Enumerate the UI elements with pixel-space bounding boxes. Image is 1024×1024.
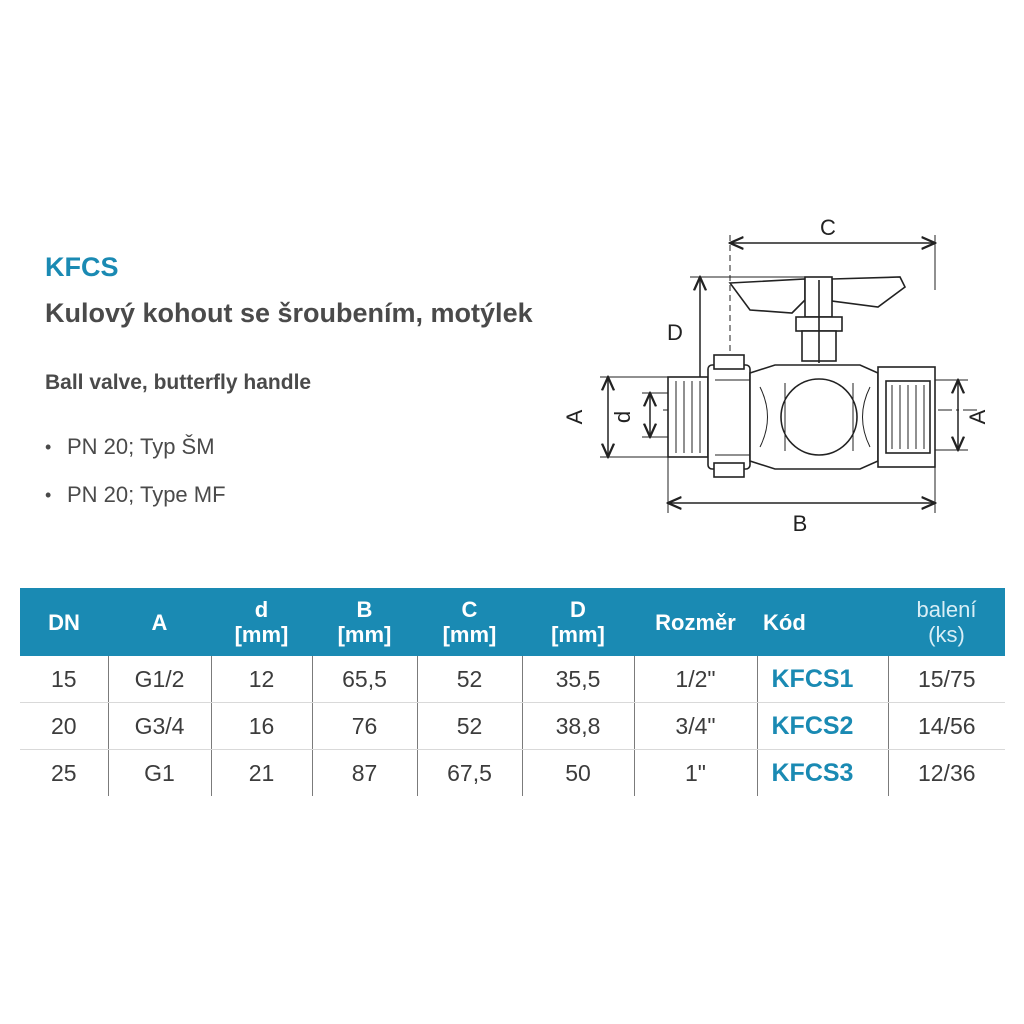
product-title-czech: Kulový kohout se šroubením, motýlek — [45, 298, 533, 328]
bullet-item: •PN 20; Type MF — [45, 482, 226, 507]
handle-wing-left — [728, 278, 806, 314]
cell-rozmer: 3/4" — [634, 702, 758, 750]
cell-c: 67,5 — [417, 749, 523, 796]
header-kod: Kód — [757, 588, 888, 656]
cell-rozmer: 1/2" — [634, 656, 758, 703]
bullet-item: •PN 20; Typ ŠM — [45, 434, 215, 459]
cell-d-small: 16 — [211, 702, 313, 750]
cell-baleni: 12/36 — [917, 759, 976, 786]
label-d-small: d — [610, 411, 635, 423]
label-a-right: A — [965, 409, 990, 424]
cell-b: 87 — [312, 749, 418, 796]
cell-kod: KFCS1 — [757, 656, 889, 703]
header-b: B[mm] — [312, 588, 417, 656]
cell-dn: 20 — [20, 702, 109, 750]
table-row: 15 G1/2 12 65,5 52 35,5 1/2" KFCS1 15/75 — [20, 656, 1005, 703]
handle-wing-right — [831, 276, 907, 308]
product-code-title: KFCS — [45, 252, 119, 282]
cell-kod: KFCS2 — [757, 702, 889, 750]
product-title-english: Ball valve, butterfly handle — [45, 371, 312, 394]
cell-a: G1 — [108, 749, 212, 796]
header-c: C[mm] — [417, 588, 522, 656]
cell-dn: 15 — [20, 656, 109, 703]
header-a: A — [108, 588, 211, 656]
table-header-row: DN A d[mm] B[mm] C[mm] D[mm] Rozměr Kód … — [20, 588, 1005, 656]
cell-d-small: 12 — [211, 656, 313, 703]
cell-baleni: 15/75 — [888, 656, 1005, 703]
header-rozmer: Rozměr — [634, 588, 757, 656]
header-d-small: d[mm] — [211, 588, 312, 656]
cell-rozmer: 1" — [634, 749, 758, 796]
label-c: C — [820, 215, 836, 240]
valve-technical-drawing: C D A d A B — [562, 215, 990, 536]
table-row: 25 G1 21 87 67,5 50 1" KFCS3 12/36 — [20, 749, 1005, 796]
cell-a: G1/2 — [108, 656, 212, 703]
header-baleni: balení(ks) — [888, 588, 1005, 656]
cell-b: 76 — [312, 702, 418, 750]
bullet-dot-icon: • — [45, 485, 52, 505]
header-dn: DN — [20, 588, 108, 656]
valve-body — [667, 276, 936, 478]
specification-table: DN A d[mm] B[mm] C[mm] D[mm] Rozměr Kód … — [20, 588, 1005, 796]
cell-a: G3/4 — [108, 702, 212, 750]
cell-dn: 25 — [20, 749, 109, 796]
cell-d: 38,8 — [522, 702, 635, 750]
header-d: D[mm] — [522, 588, 634, 656]
label-a-left: A — [562, 409, 587, 424]
cell-d: 50 — [522, 749, 635, 796]
cell-d: 35,5 — [522, 656, 635, 703]
label-d: D — [667, 320, 683, 345]
cell-b: 65,5 — [312, 656, 418, 703]
cell-baleni: 14/56 — [888, 702, 1005, 750]
cell-kod: KFCS3 — [757, 749, 889, 796]
table-row: 20 G3/4 16 76 52 38,8 3/4" KFCS2 14/56 — [20, 702, 1005, 750]
bullet-dot-icon: • — [45, 437, 52, 457]
cell-c: 52 — [417, 702, 523, 750]
spec-bullet-list: •PN 20; Typ ŠM •PN 20; Type MF — [45, 434, 226, 530]
cell-c: 52 — [417, 656, 523, 703]
label-b: B — [793, 511, 808, 536]
cell-d-small: 21 — [211, 749, 313, 796]
